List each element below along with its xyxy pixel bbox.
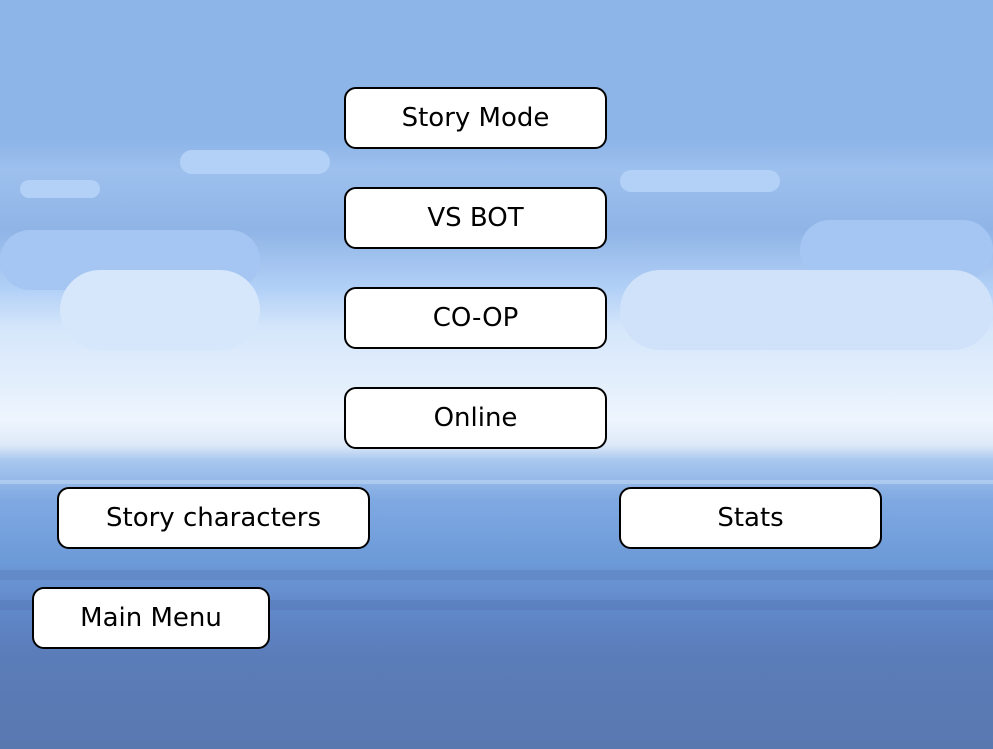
- vs-bot-button[interactable]: VS BOT: [344, 187, 607, 249]
- cloud-decoration: [20, 180, 100, 198]
- story-characters-button[interactable]: Story characters: [57, 487, 370, 549]
- story-mode-label: Story Mode: [401, 103, 550, 133]
- online-button[interactable]: Online: [344, 387, 607, 449]
- coop-button[interactable]: CO-OP: [344, 287, 607, 349]
- stats-button[interactable]: Stats: [619, 487, 882, 549]
- story-mode-button[interactable]: Story Mode: [344, 87, 607, 149]
- cloud-decoration: [60, 270, 260, 350]
- online-label: Online: [433, 403, 518, 433]
- coop-label: CO-OP: [432, 303, 519, 333]
- main-menu-button[interactable]: Main Menu: [32, 587, 270, 649]
- vs-bot-label: VS BOT: [427, 203, 524, 233]
- cloud-decoration: [620, 170, 780, 192]
- cloud-decoration: [0, 230, 260, 290]
- story-characters-label: Story characters: [106, 503, 321, 533]
- cloud-decoration: [620, 270, 993, 350]
- wave-decoration: [0, 570, 993, 580]
- wave-decoration: [0, 480, 993, 484]
- cloud-decoration: [800, 220, 993, 280]
- main-menu-label: Main Menu: [80, 603, 222, 633]
- cloud-decoration: [180, 150, 330, 174]
- stats-label: Stats: [717, 503, 784, 533]
